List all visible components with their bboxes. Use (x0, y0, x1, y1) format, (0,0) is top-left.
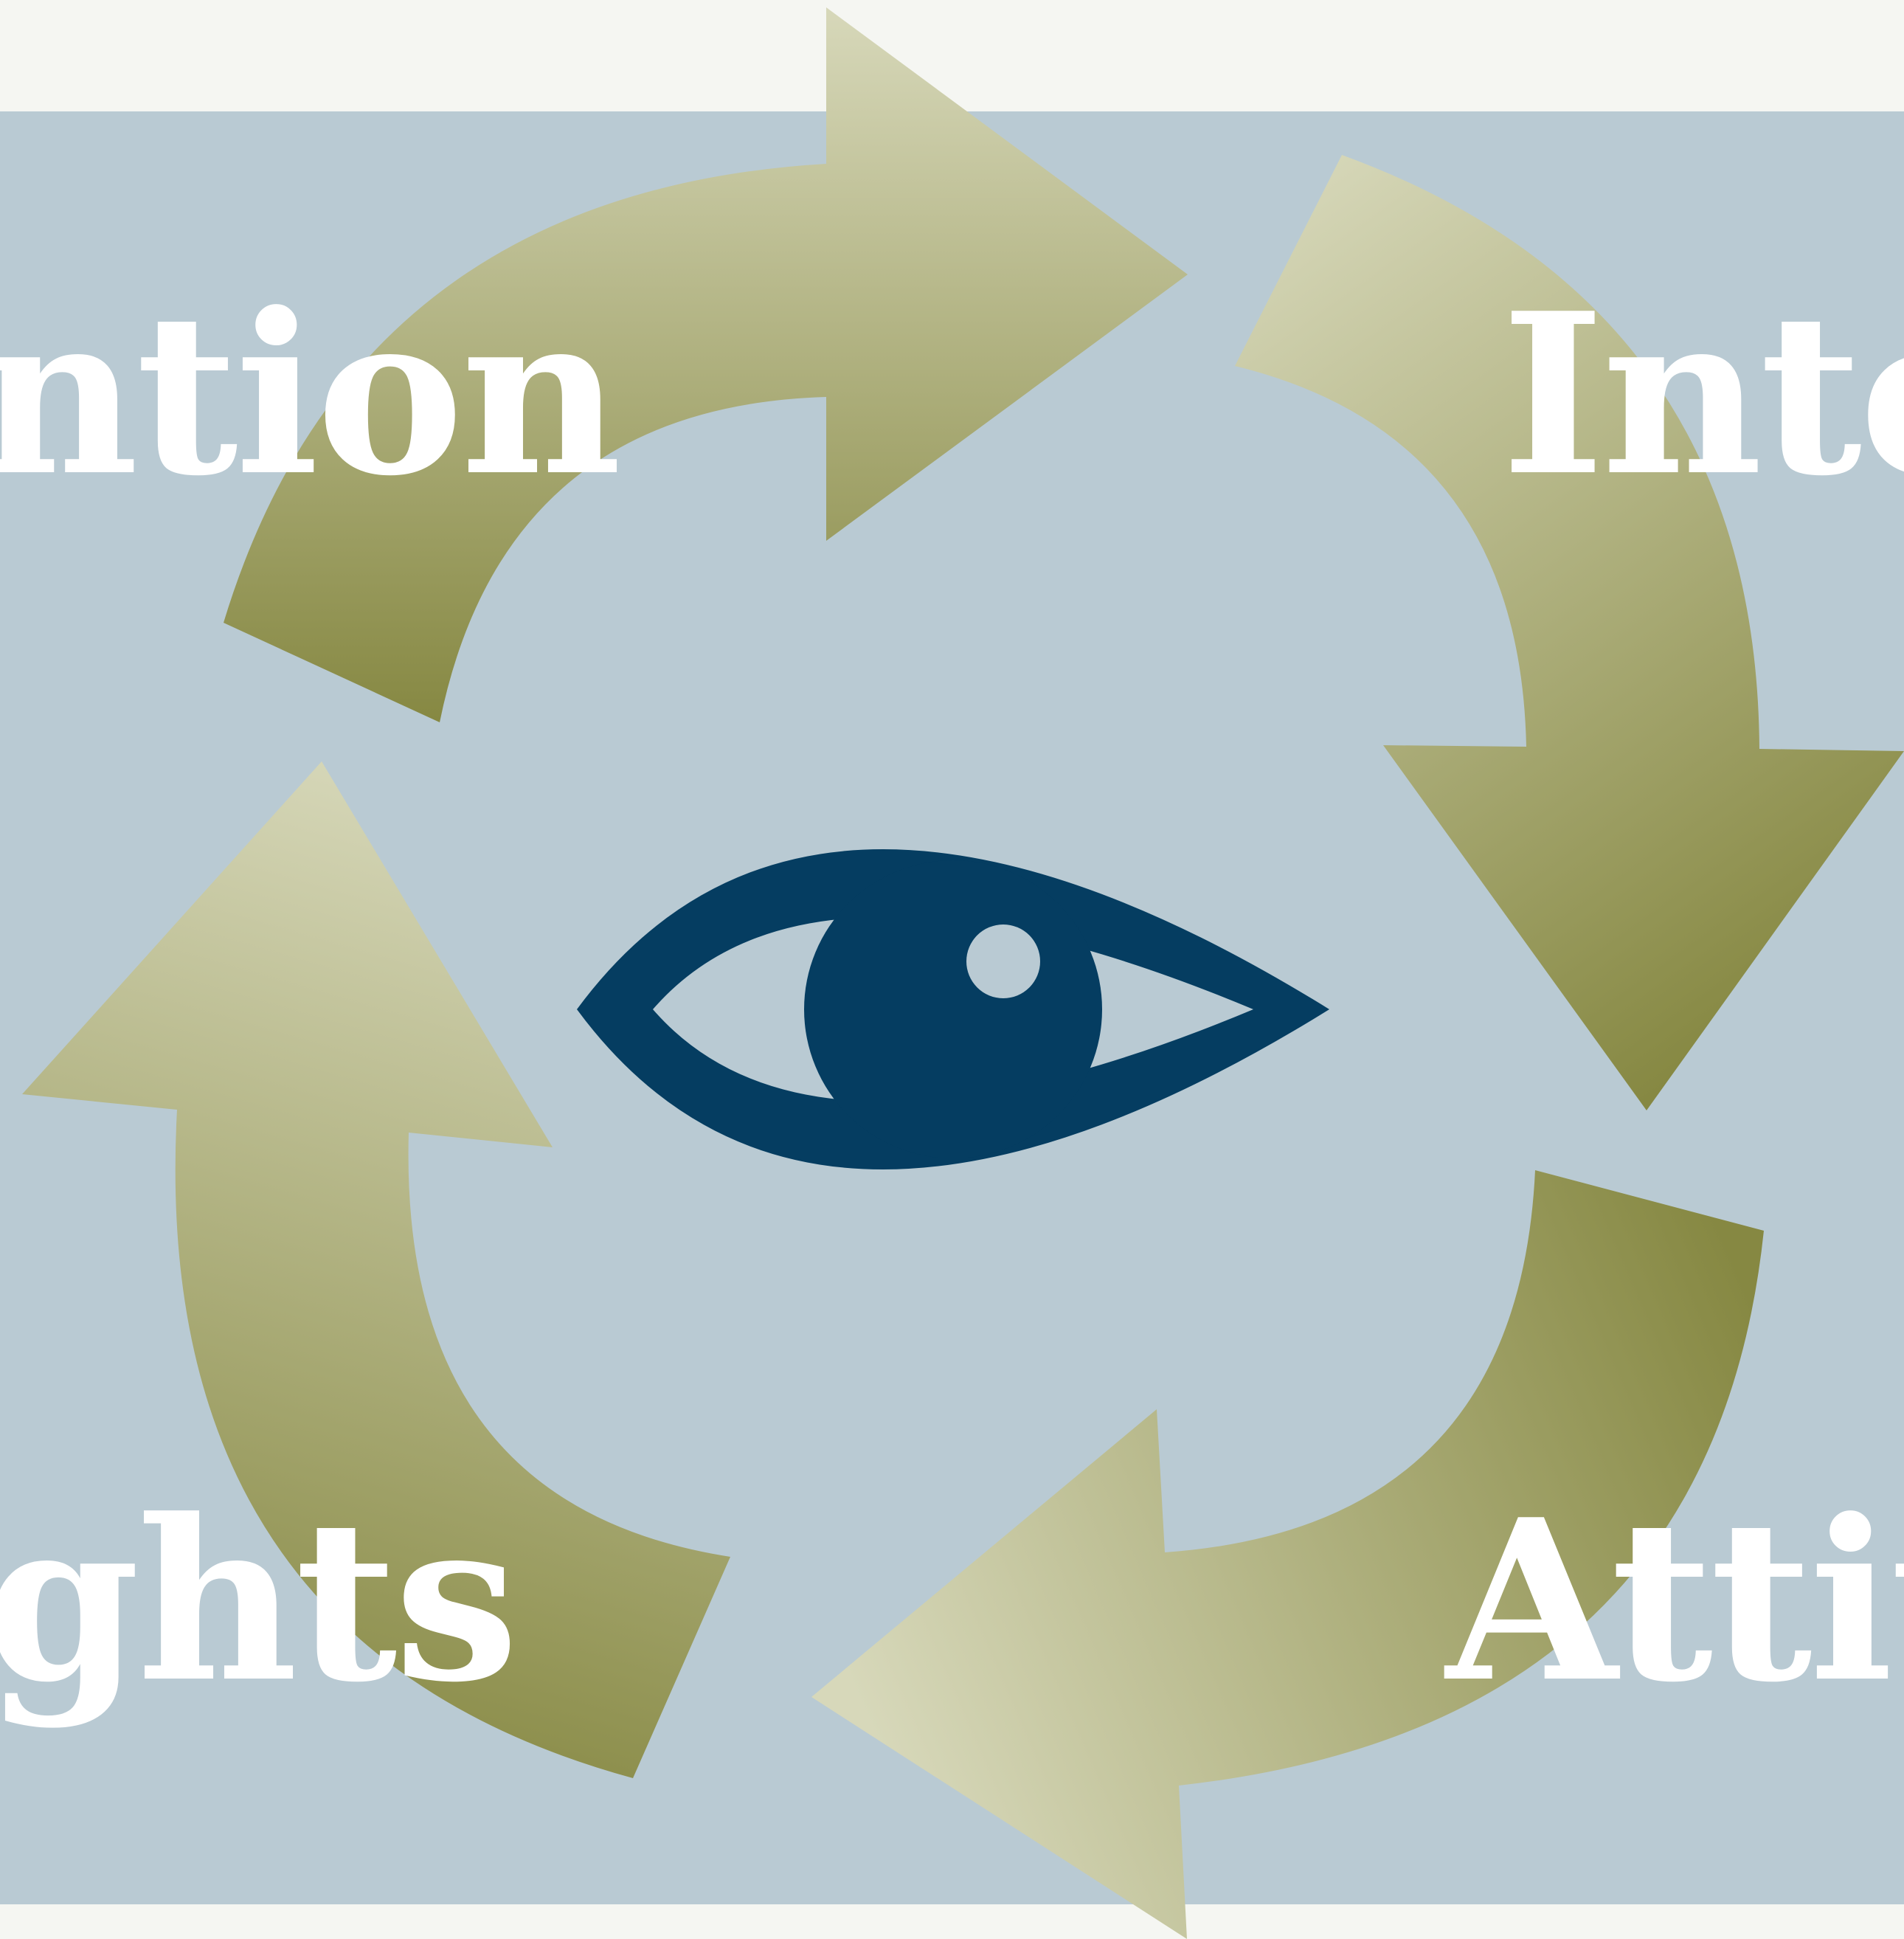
eye-icon (577, 849, 1329, 1169)
label-top-left: ntion (0, 264, 622, 525)
eye-iris (804, 860, 1102, 1158)
arrow-left (22, 761, 730, 1778)
eye-highlight (966, 924, 1040, 998)
label-bottom-left: ghts (0, 1470, 519, 1731)
arrow-top (224, 7, 1188, 722)
arrow-right (1235, 155, 1904, 1110)
label-bottom-right: Attit (1446, 1470, 1904, 1731)
eye-outline (577, 849, 1329, 1169)
arrow-bottom (811, 1170, 1764, 1939)
label-top-right: Inte (1501, 264, 1904, 525)
